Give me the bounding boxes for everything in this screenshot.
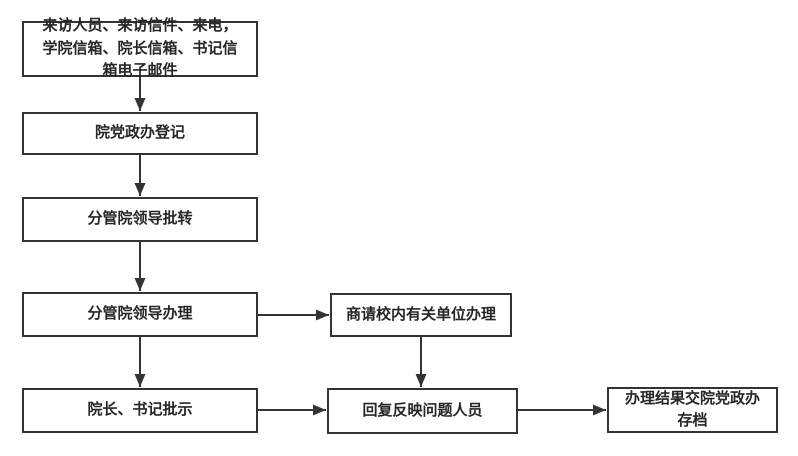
flow-node-reply-to-reporters: 回复反映问题人员 xyxy=(327,388,518,434)
flow-node-office-registration: 院党政办登记 xyxy=(22,112,258,155)
flow-node-office-registration-label: 院党政办登记 xyxy=(94,124,185,142)
flow-node-intake-sources-label: 来访人员、来访信件、来电，学院信箱、院长信箱、书记信箱电子邮件 xyxy=(42,17,238,80)
flow-node-vice-dean-forwarding: 分管院领导批转 xyxy=(22,197,258,242)
flow-node-reply-to-reporters-label: 回复反映问题人员 xyxy=(362,401,483,419)
flow-node-dean-secretary-instructions-label: 院长、书记批示 xyxy=(87,401,193,419)
flow-node-vice-dean-handling: 分管院领导办理 xyxy=(22,292,258,337)
flow-node-archive-results-label: 办理结果交院党政办存档 xyxy=(624,389,760,430)
flow-node-consult-campus-units: 商请校内有关单位办理 xyxy=(330,293,512,337)
flow-node-archive-results: 办理结果交院党政办存档 xyxy=(607,387,778,433)
flow-node-intake-sources: 来访人员、来访信件、来电，学院信箱、院长信箱、书记信箱电子邮件 xyxy=(22,17,258,79)
flow-node-dean-secretary-instructions: 院长、书记批示 xyxy=(22,388,258,433)
flow-node-vice-dean-handling-label: 分管院领导办理 xyxy=(87,305,193,323)
flow-node-consult-campus-units-label: 商请校内有关单位办理 xyxy=(345,305,496,323)
flow-node-vice-dean-forwarding-label: 分管院领导批转 xyxy=(87,210,193,228)
